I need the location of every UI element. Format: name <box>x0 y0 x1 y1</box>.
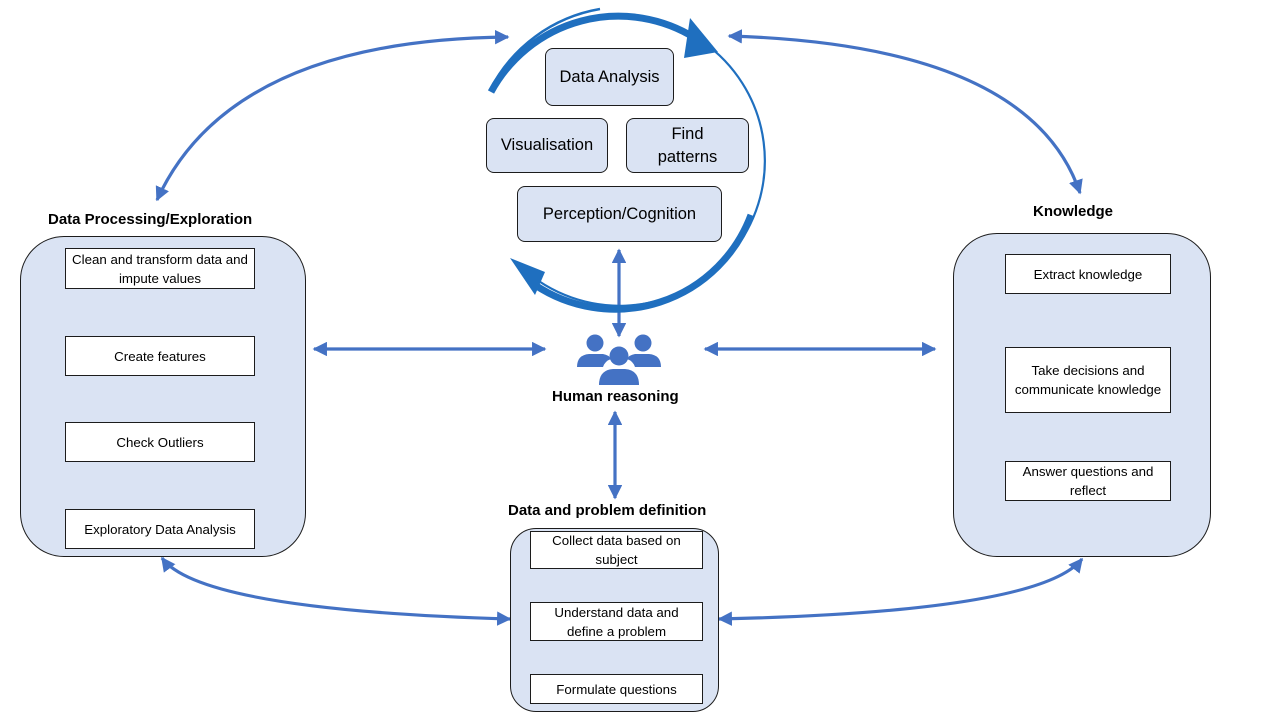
knowledge-title: Knowledge <box>1033 203 1114 220</box>
human-reasoning-label: Human reasoning <box>552 388 679 405</box>
data-analysis-box: Data Analysis <box>545 48 674 106</box>
arrow-cycle-to-knowledge <box>727 29 1083 195</box>
definition-title: Data and problem definition <box>508 502 707 519</box>
step-create-features: Create features <box>65 336 255 376</box>
arrow-knowledge-to-definition <box>717 557 1084 626</box>
step-answer-questions: Answer questions and reflect <box>1005 461 1171 501</box>
find-patterns-box: Find patterns <box>626 118 749 173</box>
processing-panel <box>20 236 306 557</box>
cycle-arrow-icon <box>487 7 766 313</box>
step-collect-data: Collect data based on subject <box>530 531 703 569</box>
step-check-outliers: Check Outliers <box>65 422 255 462</box>
visualisation-box: Visualisation <box>486 118 608 173</box>
step-formulate-questions: Formulate questions <box>530 674 703 704</box>
people-icon <box>577 334 661 385</box>
step-extract-knowledge: Extract knowledge <box>1005 254 1171 294</box>
arrow-processing-to-cycle <box>155 29 510 202</box>
step-understand-data: Understand data and define a problem <box>530 602 703 641</box>
step-take-decisions: Take decisions and communicate knowledge <box>1005 347 1171 413</box>
perception-cognition-box: Perception/Cognition <box>517 186 722 242</box>
step-eda: Exploratory Data Analysis <box>65 509 255 549</box>
step-clean-transform: Clean and transform data and impute valu… <box>65 248 255 289</box>
processing-title: Data Processing/Exploration <box>48 211 253 228</box>
arrow-processing-to-definition <box>160 556 512 626</box>
